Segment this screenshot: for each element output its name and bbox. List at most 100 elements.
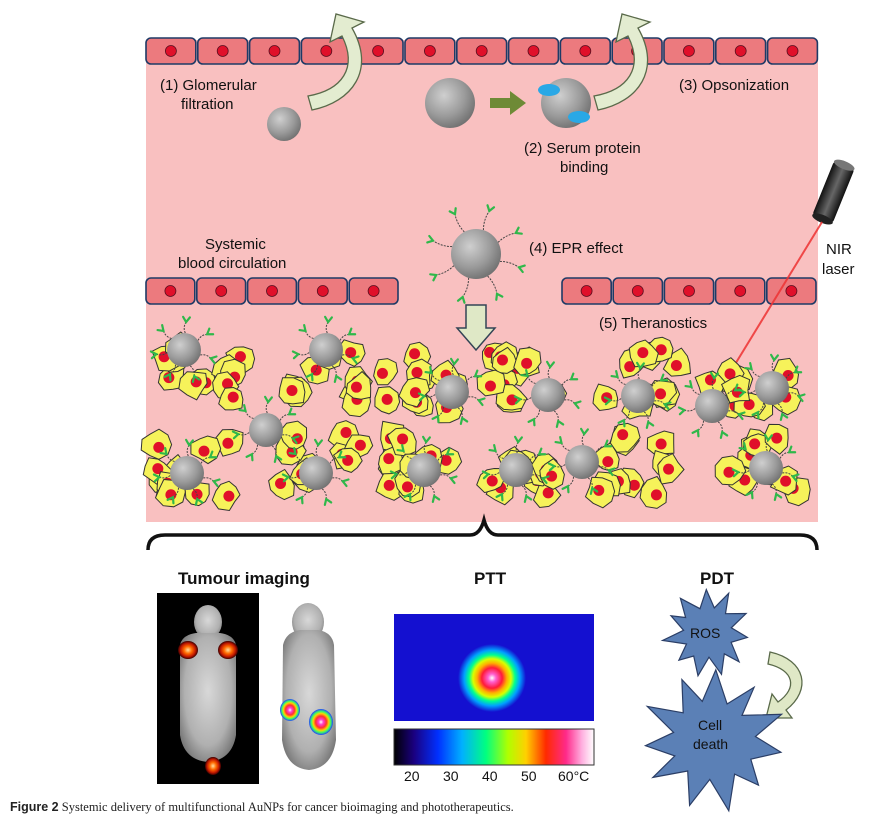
targeting-ligand xyxy=(208,450,218,459)
targeting-ligand xyxy=(149,350,159,360)
tumour-imaging-title: Tumour imaging xyxy=(178,569,310,588)
targeting-ligand xyxy=(589,486,599,496)
targeting-ligand xyxy=(295,495,304,505)
targeting-ligand xyxy=(554,435,563,445)
tumour-cell-nucleus xyxy=(223,490,235,502)
targeting-ligand xyxy=(710,371,719,381)
targeting-ligand xyxy=(152,473,162,483)
targeting-ligand xyxy=(350,355,360,365)
tumour-cell-nucleus xyxy=(310,364,322,376)
targeting-ligand xyxy=(486,204,496,213)
targeting-ligand xyxy=(744,361,753,371)
targeting-ligand xyxy=(431,414,440,424)
targeting-ligand xyxy=(606,467,616,477)
accumulated-nanoparticle xyxy=(309,333,343,367)
targeting-ligand xyxy=(481,470,491,480)
targeting-ligand xyxy=(764,433,773,443)
targeting-ligand xyxy=(770,353,779,363)
targeting-ligand xyxy=(547,462,557,472)
targeting-ligand xyxy=(211,478,221,488)
tumour-cell-nucleus xyxy=(340,426,352,438)
targeting-ligand xyxy=(273,454,283,464)
colorbar-tick: 40 xyxy=(482,768,498,784)
nanoparticle-core xyxy=(451,229,501,279)
tumour-cell-nucleus xyxy=(655,438,667,450)
cell-nucleus xyxy=(316,285,329,297)
tumour-cell-nucleus xyxy=(771,432,783,444)
targeting-ligand xyxy=(403,492,412,502)
targeting-ligand xyxy=(156,323,165,333)
targeting-ligand xyxy=(340,478,350,488)
tumour-cell-nucleus xyxy=(411,366,423,378)
small-nanoparticle xyxy=(267,107,301,141)
targeting-ligand xyxy=(517,264,526,274)
tumour-cell-nucleus xyxy=(593,484,605,496)
targeting-ligand xyxy=(422,435,431,445)
tumour-cell-nucleus xyxy=(350,381,362,393)
tumour-cell-nucleus xyxy=(163,372,175,384)
tumour-cell-nucleus xyxy=(602,456,614,468)
peg-chain xyxy=(436,265,455,276)
fluorescence-image xyxy=(157,593,259,784)
tumour-cell-nucleus xyxy=(222,378,234,390)
targeting-ligand xyxy=(569,372,579,381)
targeting-ligand xyxy=(684,379,693,389)
targeting-ligand xyxy=(324,315,333,325)
targeting-ligand xyxy=(691,428,700,438)
targeting-ligand xyxy=(208,355,218,365)
burst-shape xyxy=(643,668,784,813)
tumour-cell-nucleus xyxy=(397,433,409,445)
label-serum-protein: (2) Serum protein xyxy=(524,140,641,157)
tumour-cell-nucleus xyxy=(153,441,165,453)
tumour-cell-nucleus xyxy=(376,367,388,379)
tumour-cell-nucleus xyxy=(234,351,246,363)
accumulated-nanoparticle xyxy=(249,413,283,447)
tumour-cell-nucleus xyxy=(409,348,421,360)
tumour-cell-nucleus xyxy=(440,454,452,466)
targeting-ligand xyxy=(751,410,760,420)
targeting-ligand xyxy=(659,373,669,382)
label-nir: NIR xyxy=(826,241,852,258)
cell-nucleus xyxy=(216,45,229,57)
tumour-cell-nucleus xyxy=(749,438,761,450)
accumulated-nanoparticle xyxy=(167,333,201,367)
targeting-ligand xyxy=(527,417,536,427)
targeting-ligand xyxy=(779,412,789,422)
targeting-ligand xyxy=(281,473,291,483)
accumulated-nanoparticle xyxy=(531,378,565,412)
ros-label: ROS xyxy=(690,625,720,641)
peg-chain xyxy=(482,210,490,231)
tumour-cell-nucleus xyxy=(637,347,649,359)
brace xyxy=(146,513,819,551)
colorbar-tick: 60°C xyxy=(558,768,589,784)
tumour-cell-nucleus xyxy=(198,445,210,457)
cell-nucleus xyxy=(164,285,177,297)
peg-chain xyxy=(499,260,520,268)
tumour-cell-nucleus xyxy=(383,453,395,465)
targeting-ligand xyxy=(182,315,191,325)
targeting-ligand xyxy=(163,372,172,382)
targeting-ligand xyxy=(298,323,307,333)
targeting-ligand xyxy=(166,495,175,505)
tumour-cell-nucleus xyxy=(724,368,736,380)
tumour-cell-nucleus xyxy=(286,385,298,397)
targeting-ligand xyxy=(495,492,504,502)
tumour-cell-nucleus xyxy=(409,387,421,399)
targeting-ligand xyxy=(555,419,565,429)
targeting-ligand xyxy=(513,395,523,405)
cell-nucleus xyxy=(423,45,436,57)
nir-laser-icon xyxy=(812,159,855,225)
targeting-ligand xyxy=(796,393,806,403)
tumour-tissue xyxy=(140,315,811,512)
colorbar-ticks: 20 30 40 50 60°C xyxy=(404,768,589,784)
accumulated-nanoparticle xyxy=(499,453,533,487)
targeting-ligand xyxy=(495,292,504,301)
targeting-ligand xyxy=(429,273,438,282)
cell-nucleus xyxy=(372,45,385,57)
peg-chain xyxy=(462,277,470,298)
targeting-ligand xyxy=(561,484,570,494)
label-nir: laser xyxy=(822,261,855,278)
tumour-cell-nucleus xyxy=(655,388,667,400)
targeting-ligand xyxy=(540,475,550,485)
targeting-ligand xyxy=(719,430,729,440)
